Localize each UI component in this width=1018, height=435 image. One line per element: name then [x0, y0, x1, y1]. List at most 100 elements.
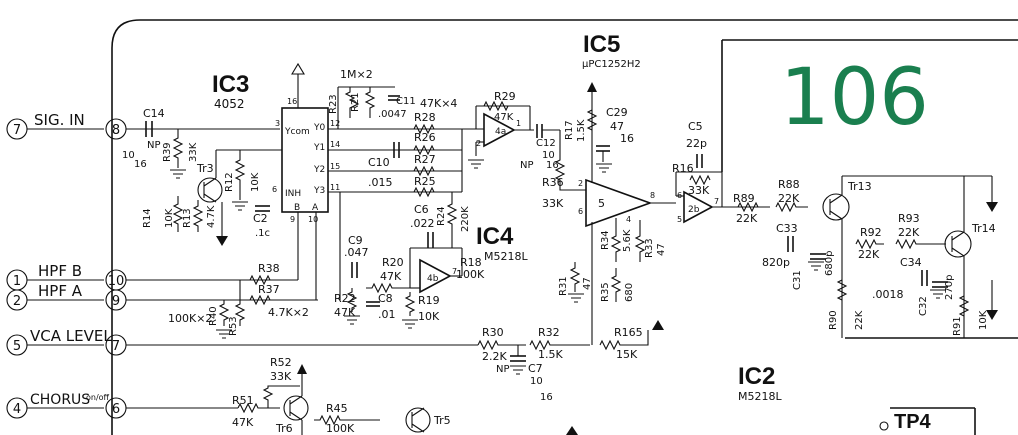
svg-text:100K: 100K [456, 268, 485, 281]
r12-resistor: R12 10K [224, 150, 261, 200]
svg-text:2: 2 [476, 139, 481, 148]
arrow-down-icon [986, 202, 998, 212]
svg-text:10: 10 [308, 215, 318, 224]
arrow-down-icon [986, 310, 998, 320]
r20-resistor: R20 47K [366, 256, 410, 294]
r29-resistor: R29 47K [483, 90, 516, 123]
svg-text:2.2K: 2.2K [482, 350, 507, 363]
svg-text:100K: 100K [326, 422, 355, 435]
svg-text:1M×2: 1M×2 [340, 68, 373, 81]
r37-resistor: R37 4.7K×2 [244, 283, 309, 319]
svg-text:NP: NP [147, 140, 161, 151]
c14-capacitor: C14 NP 10 16 [122, 107, 165, 170]
svg-text:R92: R92 [860, 226, 882, 239]
svg-text:10: 10 [530, 376, 543, 387]
svg-text:R52: R52 [270, 356, 292, 369]
svg-text:.0047: .0047 [378, 109, 407, 120]
svg-text:R21: R21 [350, 92, 361, 112]
svg-text:33K: 33K [188, 142, 199, 162]
arrow-down-icon [216, 236, 228, 246]
c12-capacitor: C12 10 NP 16 [520, 124, 559, 171]
svg-text:Y1: Y1 [313, 143, 325, 153]
opamp-4b: 4b 7 [409, 247, 463, 294]
svg-text:R39: R39 [162, 142, 173, 162]
svg-text:TP4: TP4 [894, 411, 932, 433]
svg-text:33K: 33K [270, 370, 292, 383]
svg-text:10K: 10K [418, 310, 440, 323]
svg-text:SIG. IN: SIG. IN [34, 111, 85, 129]
svg-text:6: 6 [112, 402, 120, 417]
c2-capacitor: C2 .1c [253, 205, 270, 239]
c10-capacitor: C10 .015 [368, 142, 400, 189]
r38-resistor: R38 [244, 262, 280, 286]
r19-resistor: R19 10K [404, 292, 440, 323]
svg-text:9: 9 [112, 294, 120, 309]
svg-text:C8: C8 [378, 292, 393, 305]
svg-text:C10: C10 [368, 156, 390, 169]
svg-text:.015: .015 [368, 176, 393, 189]
r165-resistor: R165 15K [599, 320, 664, 361]
c6-capacitor: C6 .022 [410, 203, 435, 248]
opamp-2b: 2b 6 5 7 [675, 171, 770, 224]
svg-text:Tr14: Tr14 [971, 222, 996, 235]
svg-text:.0018: .0018 [872, 288, 904, 301]
svg-text:HPF A: HPF A [38, 282, 83, 300]
svg-text:R34: R34 [600, 230, 611, 250]
svg-text:22K: 22K [858, 248, 880, 261]
svg-text:5.6K: 5.6K [622, 229, 633, 252]
svg-text:33K: 33K [688, 184, 710, 197]
svg-text:47: 47 [582, 277, 593, 290]
r27-resistor: R27 [408, 153, 450, 177]
svg-text:5: 5 [677, 215, 682, 224]
c33-capacitor: C33 820p [762, 222, 798, 269]
connector-vca-level: 5 VCA LEVEL 7 [6, 327, 478, 356]
svg-text:R19: R19 [418, 294, 440, 307]
svg-text:7: 7 [714, 197, 719, 206]
svg-text:1: 1 [13, 274, 21, 289]
svg-text:8: 8 [650, 191, 655, 200]
svg-text:C6: C6 [414, 203, 429, 216]
connector-hpf-a: 2 HPF A 9 [6, 282, 318, 311]
svg-text:680p: 680p [824, 251, 835, 276]
svg-text:NP: NP [496, 364, 510, 375]
svg-text:2b: 2b [688, 205, 700, 215]
svg-text:NP: NP [520, 160, 534, 171]
svg-text:14: 14 [330, 140, 340, 149]
svg-text:R33: R33 [644, 238, 655, 258]
svg-text:R36: R36 [542, 176, 564, 189]
svg-text:2: 2 [13, 294, 21, 309]
svg-text:16: 16 [620, 132, 634, 145]
r13-resistor: R13 4.7K [182, 200, 217, 232]
svg-text:R25: R25 [414, 175, 436, 188]
svg-text:R26: R26 [414, 131, 436, 144]
svg-text:1.5K: 1.5K [538, 348, 563, 361]
svg-text:Y3: Y3 [313, 186, 325, 196]
c31-capacitor: C31 680p [792, 251, 835, 290]
r16-resistor: R16 33K [672, 162, 711, 197]
svg-text:10: 10 [122, 150, 135, 161]
svg-text:.022: .022 [410, 217, 435, 230]
svg-text:10: 10 [108, 274, 125, 289]
r31-resistor: R31 47 [558, 262, 593, 296]
r35-resistor: R35 680 [600, 268, 635, 302]
svg-text:R29: R29 [494, 90, 516, 103]
svg-text:C7: C7 [528, 362, 543, 375]
r32-resistor: R32 1.5K [529, 326, 590, 361]
r23-r21-network: 1M×2 R23 R21 [328, 68, 376, 118]
svg-text:1: 1 [516, 119, 521, 128]
r33-resistor: R33 47 [634, 220, 667, 262]
svg-text:R27: R27 [414, 153, 436, 166]
tr14-transistor: Tr14 [944, 176, 996, 338]
r14-resistor: R14 10K [142, 196, 184, 232]
svg-text:R23: R23 [328, 94, 339, 114]
svg-text:9: 9 [290, 215, 295, 224]
svg-text:2: 2 [578, 179, 583, 188]
r90-resistor: R90 22K [828, 279, 865, 330]
svg-text:R91: R91 [952, 316, 963, 336]
svg-text:22K: 22K [854, 310, 865, 330]
arrow-up-icon [652, 320, 664, 330]
svg-text:Ycom: Ycom [284, 127, 310, 137]
tp4-testpoint: TP4 [879, 411, 932, 433]
svg-text:μPC1252H2: μPC1252H2 [582, 59, 641, 70]
svg-text:Tr5: Tr5 [433, 414, 451, 427]
